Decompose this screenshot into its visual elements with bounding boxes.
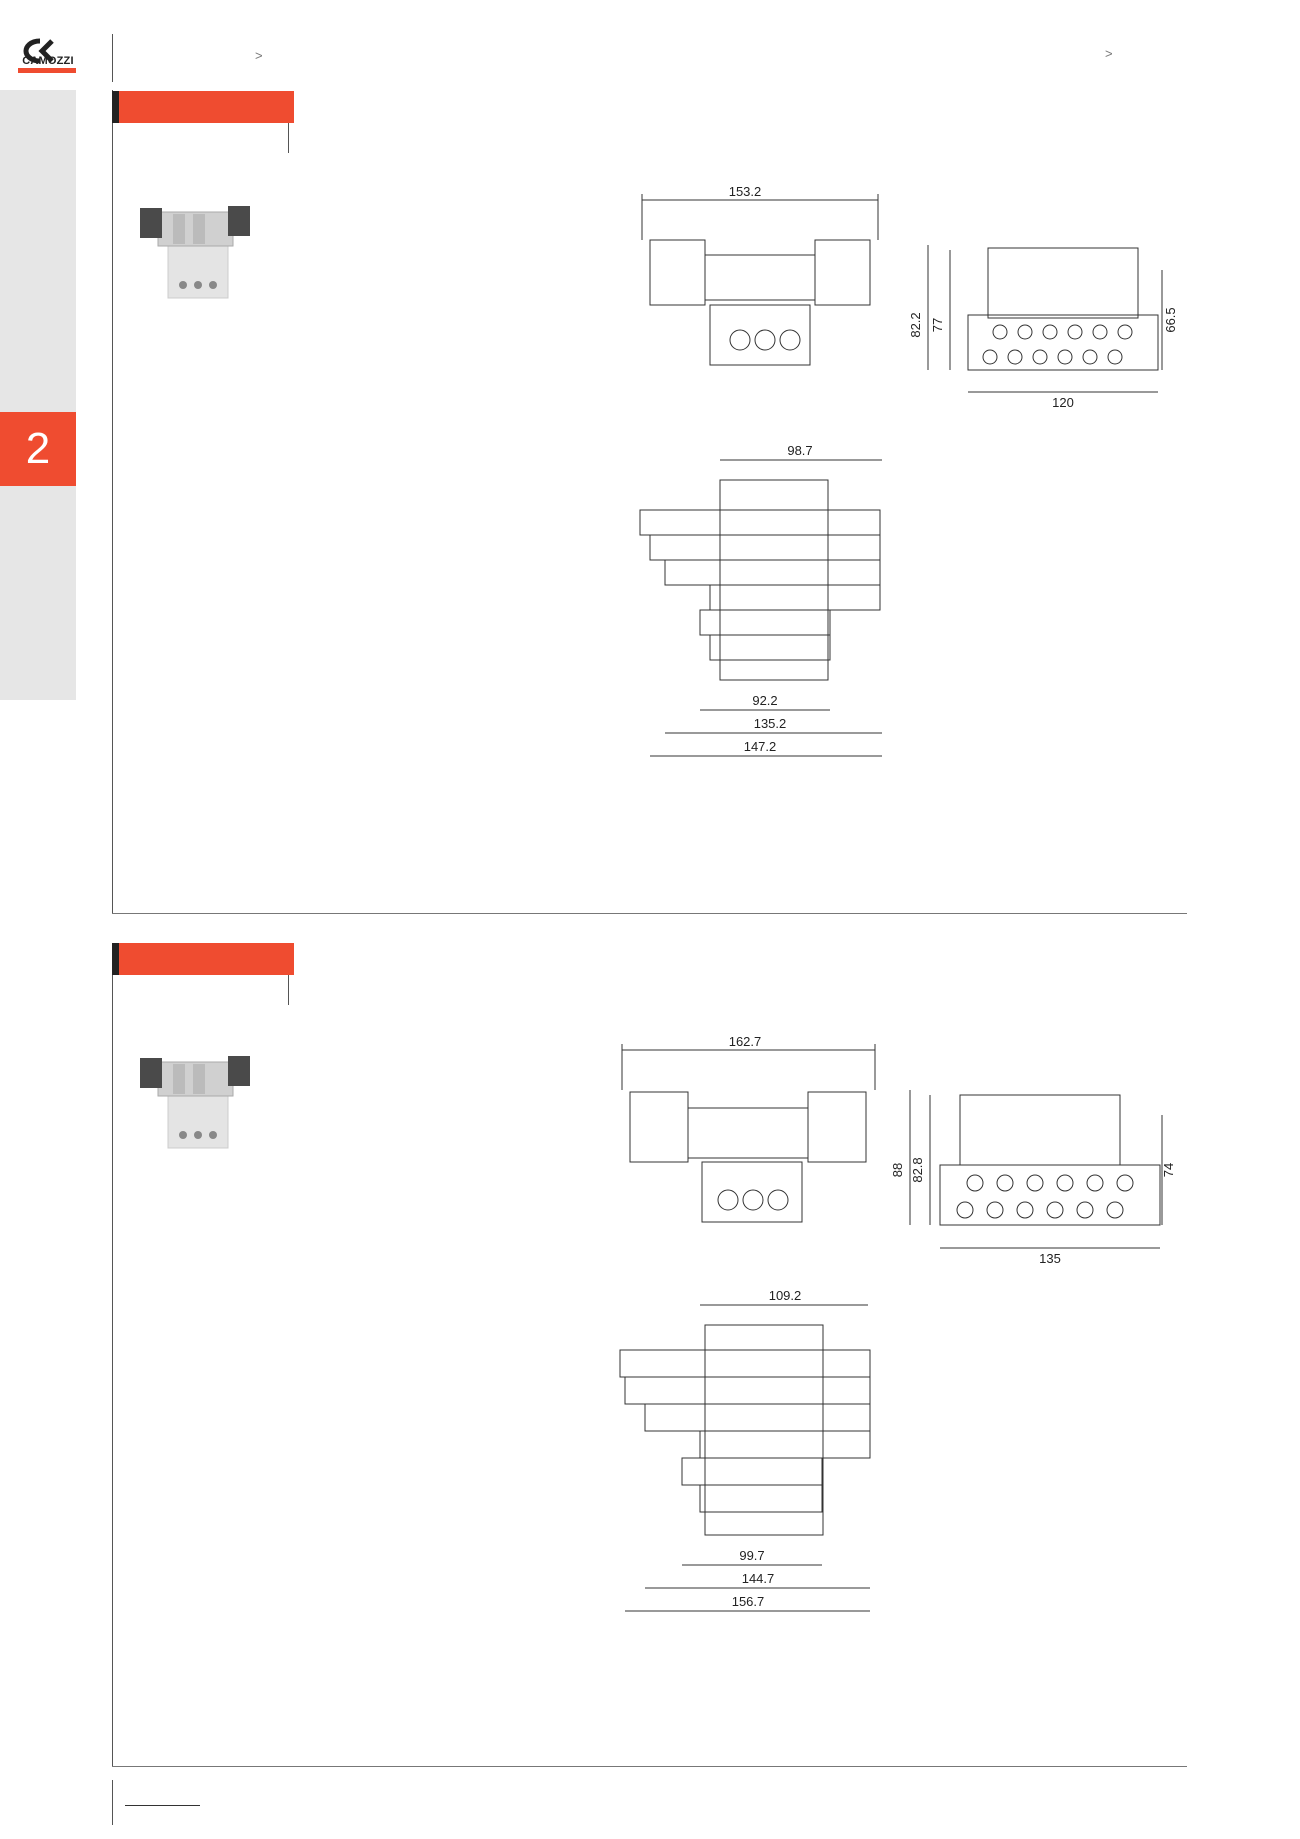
section2-side-width-label: 135 [1039,1251,1061,1266]
section1-product-photo [140,206,250,299]
section2-width-label: 162.7 [729,1034,762,1049]
section2-front-view: 162.7 [621,1034,876,1223]
section1-tab [119,91,294,123]
footer-rule [125,1805,200,1806]
section2-side-label-3: 74 [1161,1163,1176,1177]
section2-bottom-border [112,1766,1187,1767]
section2-tab [119,943,294,975]
section1-side-label-2: 77 [930,318,945,332]
section2-product-photo [140,1056,250,1149]
camozzi-logo-mark [23,38,54,64]
section1-bottom-border [112,913,1187,914]
footer-divider [112,1780,113,1825]
section1-left-border [112,90,113,913]
section1-tab-marker [112,91,119,123]
section1-side-view: 82.2 77 66.5 120 [908,245,1178,410]
section2-plan-bottom-label-1: 99.7 [739,1548,764,1563]
chapter-sidebar [0,90,76,700]
section1-plan-bottom-label-3: 147.2 [744,739,777,754]
section2-tab-marker [112,943,119,975]
section2-plan-top-label: 109.2 [769,1288,802,1303]
section2-side-label-1: 88 [890,1163,905,1177]
section1-width-label: 153.2 [729,184,762,199]
breadcrumb-separator-left: > [255,48,263,63]
section2-plan-bottom-label-2: 144.7 [742,1571,775,1586]
section1-plan-bottom-label-1: 92.2 [752,693,777,708]
breadcrumb-separator-right: > [1105,46,1113,61]
chapter-number: 2 [0,412,76,486]
section1-plan-bottom-label-2: 135.2 [754,716,787,731]
brand-name: CAMOZZI [22,55,74,67]
section2-plan-bottom-label-3: 156.7 [732,1594,765,1609]
section1-plan-view: 98.7 92.2 135.2 147.2 [639,443,882,757]
section2-left-border [112,943,113,1766]
brand-bar [18,68,76,73]
section2-plan-view: 109.2 99.7 144.7 156.7 [619,1288,871,1612]
section2-tab-line [288,975,289,1005]
section2-side-view: 88 82.8 74 135 [890,1090,1176,1266]
section1-side-label-3: 66.5 [1163,307,1178,332]
section2-side-label-2: 82.8 [910,1157,925,1182]
section1-side-width-label: 120 [1052,395,1074,410]
section1-plan-top-label: 98.7 [787,443,812,458]
section1-front-view: 153.2 [641,184,879,366]
section1-tab-line [288,123,289,153]
section1-side-label-1: 82.2 [908,312,923,337]
header-divider [112,34,113,82]
